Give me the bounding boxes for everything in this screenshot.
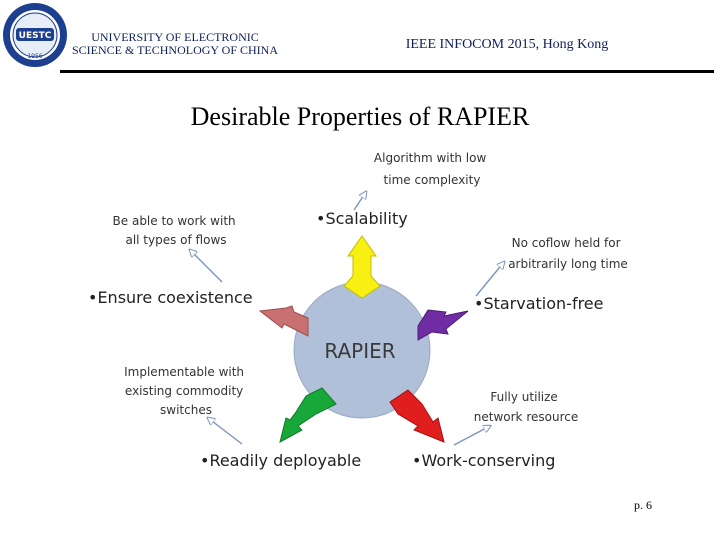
conference-name: IEEE INFOCOM 2015, Hong Kong	[405, 37, 609, 52]
starvation-free-note-line: No coflow held for	[512, 236, 621, 250]
work-conserving-arrow	[389, 389, 445, 443]
header-divider	[60, 70, 714, 73]
work-conserving-note-line: Fully utilize	[490, 390, 557, 404]
readily-deployable-label: •Readily deployable	[200, 451, 361, 470]
readily-deployable-note-line: existing commodity	[125, 384, 243, 398]
university-line-1: UNIVERSITY OF ELECTRONIC	[91, 30, 259, 44]
scalability-note-line: time complexity	[384, 173, 481, 187]
scalability-arrow	[343, 235, 381, 299]
university-logo: UESTC 1956	[3, 3, 67, 67]
university-name: UNIVERSITY OF ELECTRONIC SCIENCE & TECHN…	[62, 31, 288, 57]
rapier-label: RAPIER	[324, 339, 395, 363]
work-conserving-note: Fully utilize network resource	[474, 390, 578, 424]
logo-year: 1956	[27, 53, 42, 60]
logo-text: UESTC	[19, 31, 52, 41]
slide-title: Desirable Properties of RAPIER	[190, 102, 530, 131]
scalability-label: •Scalability	[316, 209, 408, 228]
starvation-free-note-line: arbitrarily long time	[508, 257, 628, 271]
starvation-free-note: No coflow held for arbitrarily long time	[508, 236, 628, 271]
scalability-note: Algorithm with low time complexity	[374, 151, 490, 187]
work-conserving-label: •Work-conserving	[412, 451, 555, 470]
page-number: p. 6	[634, 498, 652, 512]
starvation-free-label: •Starvation-free	[474, 294, 604, 313]
ensure-coexistence-note-line: Be able to work with	[113, 214, 236, 228]
university-line-2: SCIENCE & TECHNOLOGY OF CHINA	[71, 43, 278, 57]
ensure-coexistence-label: •Ensure coexistence	[88, 288, 253, 307]
ensure-coexistence-note-line: all types of flows	[125, 233, 226, 247]
readily-deployable-arrow	[279, 387, 337, 443]
scalability-note-line: Algorithm with low	[374, 151, 487, 165]
readily-deployable-note: Implementable with existing commodity sw…	[124, 365, 248, 417]
properties-diagram: RAPIER Algorithm with low time complexit…	[88, 151, 628, 470]
work-conserving-note-line: network resource	[474, 410, 578, 424]
readily-deployable-note-line: switches	[160, 403, 212, 417]
readily-deployable-note-line: Implementable with	[124, 365, 244, 379]
ensure-coexistence-arrow	[258, 305, 309, 337]
ensure-coexistence-note: Be able to work with all types of flows	[113, 214, 240, 247]
note-connectors	[190, 192, 504, 446]
starvation-free-arrow	[417, 309, 469, 341]
